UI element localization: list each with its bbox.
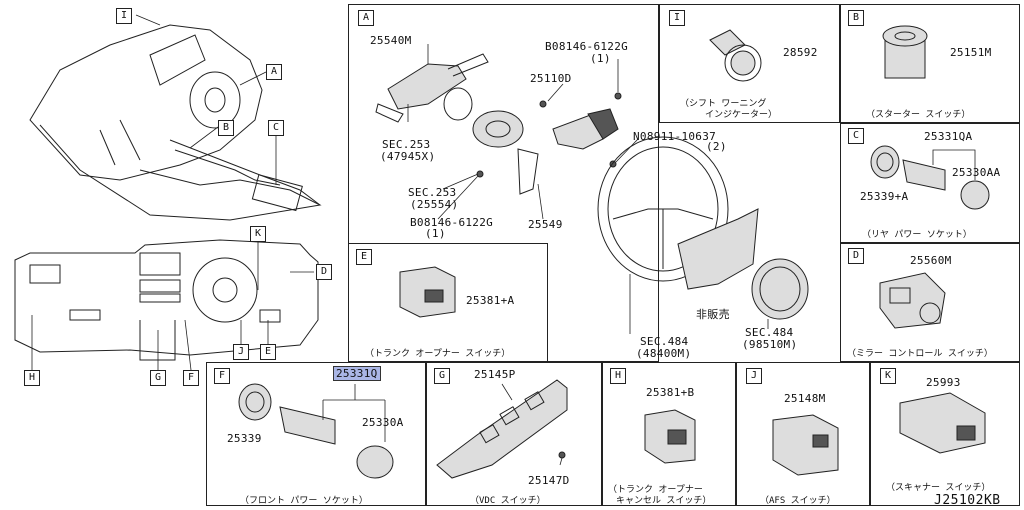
sec-253-lower-sub: (25554)	[410, 198, 459, 211]
scanner-switch-icon	[899, 392, 986, 454]
panel-C	[840, 123, 1020, 243]
panel-A-illustration	[375, 44, 809, 334]
trunk-opener-switch-icon	[399, 266, 456, 318]
panel-C-tag: C	[848, 128, 864, 144]
panel-J-caption: （AFS スイッチ）	[760, 496, 836, 506]
part-25549[interactable]: 25549	[528, 218, 563, 231]
front-socket-icon	[238, 383, 394, 479]
panel-B	[840, 4, 1020, 123]
part-25339+A[interactable]: 25339+A	[860, 190, 909, 203]
panel-A-tag: A	[358, 10, 374, 26]
part-25145P[interactable]: 25145P	[474, 368, 516, 381]
panel-K-caption: （スキャナー スイッチ）	[886, 483, 991, 493]
part-25540M[interactable]: 25540M	[370, 34, 412, 47]
part-25339[interactable]: 25339	[227, 432, 262, 445]
panel-F-caption: （フロント パワー ソケット）	[240, 496, 368, 506]
sec-484-left-sub: (48400M)	[636, 347, 692, 360]
callout-J[interactable]: J	[233, 344, 249, 360]
panel-H	[602, 362, 736, 506]
part-25331Q[interactable]: 25331Q	[333, 366, 381, 381]
callout-G[interactable]: G	[150, 370, 166, 386]
callout-D[interactable]: D	[316, 264, 332, 280]
qty-08911: (2)	[706, 140, 727, 153]
panel-I-caption-1: （シフト ワーニング	[680, 99, 767, 109]
callout-H[interactable]: H	[24, 370, 40, 386]
diagram-code: J25102KB	[934, 493, 1001, 508]
panel-G-tag: G	[434, 368, 450, 384]
vdc-switch-panel-icon	[436, 379, 568, 479]
part-28592[interactable]: 28592	[783, 46, 818, 59]
panel-D-tag: D	[848, 248, 864, 264]
callout-E[interactable]: E	[260, 344, 276, 360]
dashboard-illustration	[14, 14, 322, 371]
callout-F[interactable]: F	[183, 370, 199, 386]
part-25151M[interactable]: 25151M	[950, 46, 992, 59]
callout-A[interactable]: A	[266, 64, 282, 80]
panel-D	[840, 243, 1020, 362]
callout-B[interactable]: B	[218, 120, 234, 136]
part-25331QA[interactable]: 25331QA	[924, 130, 973, 143]
afs-switch-icon	[772, 414, 839, 476]
qty-top: (1)	[590, 52, 611, 65]
panel-J	[736, 362, 870, 506]
panel-H-caption-1: （トランク オープナー	[608, 485, 703, 495]
part-25381+B[interactable]: 25381+B	[646, 386, 695, 399]
part-08911-10637[interactable]: N08911-10637	[633, 130, 717, 143]
panel-K-tag: K	[880, 368, 896, 384]
part-08146-6122G-top[interactable]: B08146-6122G	[545, 40, 629, 53]
sec-253-lower[interactable]: SEC.253	[408, 186, 457, 199]
panel-K	[870, 362, 1020, 506]
part-25330A[interactable]: 25330A	[362, 416, 404, 429]
part-25560M[interactable]: 25560M	[910, 254, 952, 267]
panel-J-tag: J	[746, 368, 762, 384]
callout-K[interactable]: K	[250, 226, 266, 242]
sec-253-upper-sub: (47945X)	[380, 150, 436, 163]
panel-C-caption: （リヤ パワー ソケット）	[862, 230, 972, 240]
panel-H-tag: H	[610, 368, 626, 384]
indicator-icon	[709, 29, 762, 82]
panel-B-tag: B	[848, 10, 864, 26]
qty-bottom: (1)	[425, 227, 446, 240]
sec-484-right[interactable]: SEC.484	[745, 326, 794, 339]
callout-I[interactable]: I	[116, 8, 132, 24]
panel-F	[206, 362, 426, 506]
part-25381+A[interactable]: 25381+A	[466, 294, 515, 307]
part-25993[interactable]: 25993	[926, 376, 961, 389]
panel-I	[659, 4, 840, 123]
part-25148M[interactable]: 25148M	[784, 392, 826, 405]
panel-I-caption-2: インジケーター）	[705, 110, 778, 120]
panel-H-caption-2: キャンセル スイッチ）	[616, 496, 712, 506]
panel-E-tag: E	[356, 249, 372, 265]
starter-switch-icon	[882, 25, 928, 79]
part-25110D[interactable]: 25110D	[530, 72, 572, 85]
sec-253-upper[interactable]: SEC.253	[382, 138, 431, 151]
sec-484-left[interactable]: SEC.484	[640, 335, 689, 348]
panel-F-tag: F	[214, 368, 230, 384]
trunk-cancel-switch-icon	[644, 409, 696, 464]
panel-D-caption: （ミラー コントロール スイッチ）	[847, 349, 993, 359]
panel-E	[348, 243, 548, 362]
panel-E-caption: （トランク オープナー スイッチ）	[365, 349, 511, 359]
panel-B-caption: （スターター スイッチ）	[866, 110, 971, 120]
part-25147D[interactable]: 25147D	[528, 474, 570, 487]
panel-G-caption: （VDC スイッチ）	[470, 496, 546, 506]
callout-C[interactable]: C	[268, 120, 284, 136]
mirror-control-icon	[879, 272, 946, 329]
panel-G	[426, 362, 602, 506]
sec-484-right-sub: (98510M)	[742, 338, 798, 351]
part-08146-6122G-bottom[interactable]: B08146-6122G	[410, 216, 494, 229]
rear-socket-icon	[870, 145, 990, 210]
not-sold-note: 非販売	[696, 308, 730, 321]
part-25330AA[interactable]: 25330AA	[952, 166, 1001, 179]
panel-I-tag: I	[669, 10, 685, 26]
